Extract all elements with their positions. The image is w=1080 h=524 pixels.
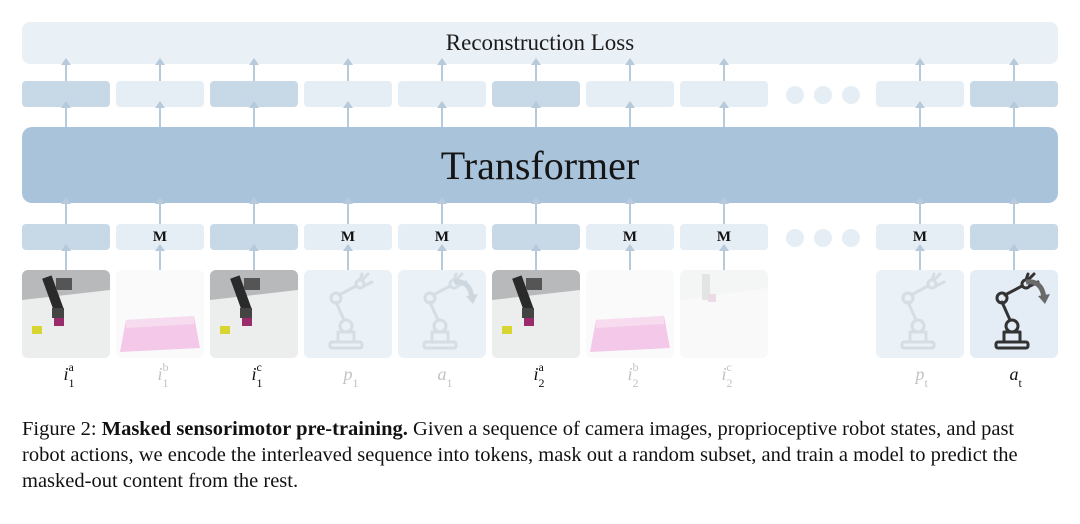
arrow-up-icon — [915, 244, 925, 270]
ellipsis-dot — [842, 229, 860, 247]
input-image-pt — [876, 270, 964, 358]
arrow-up-icon — [719, 101, 729, 127]
ellipsis-dot — [786, 86, 804, 104]
arrow-up-icon — [1009, 244, 1019, 270]
arrow-up-icon — [343, 244, 353, 270]
ellipsis-dot — [842, 86, 860, 104]
input-image-i2b — [586, 270, 674, 358]
input-image-i1a — [22, 270, 110, 358]
input-image-i1c — [210, 270, 298, 358]
transformer-block: Transformer — [22, 127, 1058, 203]
input-image-i2c — [680, 270, 768, 358]
ellipsis-dot — [814, 86, 832, 104]
reconstruction-loss-bar: Reconstruction Loss — [22, 22, 1058, 64]
arrow-up-icon — [915, 101, 925, 127]
arrow-up-icon — [1009, 197, 1019, 224]
arrow-up-icon — [61, 58, 71, 81]
arrow-up-icon — [437, 244, 447, 270]
arrow-up-icon — [625, 244, 635, 270]
input-image-p1 — [304, 270, 392, 358]
caption-body: Given a sequence of camera images, propr… — [22, 418, 1018, 492]
input-image-at — [970, 270, 1058, 358]
arrow-up-icon — [343, 58, 353, 81]
arrow-up-icon — [249, 197, 259, 224]
arrow-up-icon — [625, 101, 635, 127]
arrow-up-icon — [155, 197, 165, 224]
arrow-up-icon — [1009, 58, 1019, 81]
arrow-up-icon — [1009, 101, 1019, 127]
arrow-up-icon — [343, 197, 353, 224]
input-image-i2a — [492, 270, 580, 358]
arrow-up-icon — [61, 101, 71, 127]
arrow-up-icon — [719, 58, 729, 81]
figure-caption: Figure 2: Masked sensorimotor pre-traini… — [22, 416, 1058, 494]
reconstruction-loss-label: Reconstruction Loss — [445, 30, 635, 55]
arrow-up-icon — [437, 101, 447, 127]
arrow-up-icon — [155, 101, 165, 127]
arrow-up-icon — [915, 197, 925, 224]
transformer-label: Transformer — [440, 142, 640, 188]
arrow-up-icon — [531, 101, 541, 127]
arrow-up-icon — [531, 244, 541, 270]
arrow-up-icon — [625, 197, 635, 224]
caption-figure-number: Figure 2: — [22, 418, 97, 440]
input-image-i1b — [116, 270, 204, 358]
arrow-up-icon — [61, 244, 71, 270]
arrow-up-icon — [437, 58, 447, 81]
caption-title: Masked sensorimotor pre-training. — [101, 418, 408, 440]
mask-token: M — [398, 224, 486, 250]
arrow-up-icon — [625, 58, 635, 81]
ellipsis-dot — [814, 229, 832, 247]
arrow-up-icon — [531, 197, 541, 224]
ellipsis-dot — [786, 229, 804, 247]
arrow-up-icon — [249, 244, 259, 270]
arrow-up-icon — [155, 58, 165, 81]
arrow-up-icon — [249, 101, 259, 127]
arrow-up-icon — [915, 58, 925, 81]
arrow-up-icon — [437, 197, 447, 224]
arrow-up-icon — [61, 197, 71, 224]
input-image-a1 — [398, 270, 486, 358]
arrow-up-icon — [719, 197, 729, 224]
arrow-up-icon — [343, 101, 353, 127]
arrow-up-icon — [719, 244, 729, 270]
arrow-up-icon — [155, 244, 165, 270]
arrow-up-icon — [531, 58, 541, 81]
arrow-up-icon — [249, 58, 259, 81]
